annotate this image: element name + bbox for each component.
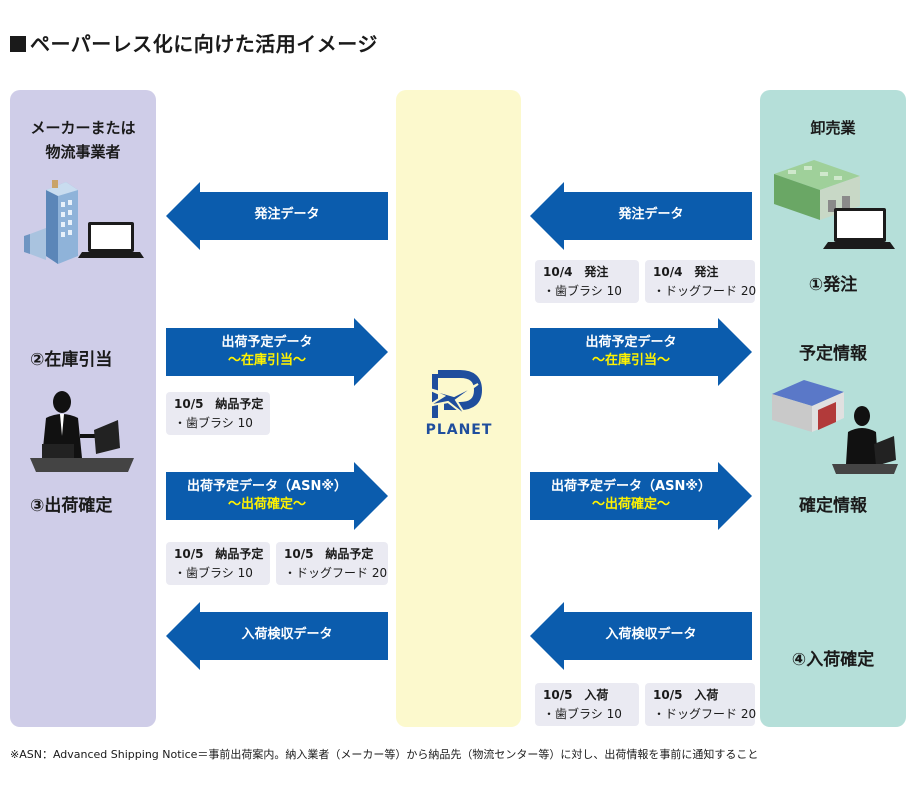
receive-box-dogfood-head: 10/5 入荷 (653, 688, 719, 702)
asn-box-dogfood: 10/5 納品予定 ・ドッグフード 20 (276, 542, 388, 585)
asn-footnote: ※ASN：Advanced Shipping Notice＝事前出荷案内。納入業… (10, 748, 759, 761)
receive-box-toothbrush: 10/5 入荷 ・歯ブラシ 10 (535, 683, 639, 726)
manufacturer-label: メーカーまたは 物流事業者 (10, 116, 156, 164)
ship-schedule-arrow-right: 出荷予定データ 〜在庫引当〜 (530, 318, 752, 386)
planet-logo-text: PLANET (425, 422, 493, 438)
asn-arrow-right: 出荷予定データ（ASN※） 〜出荷確定〜 (530, 462, 752, 530)
ship-schedule-arrow-right-label: 出荷予定データ (585, 335, 677, 350)
schedule-box-toothbrush: 10/5 納品予定 ・歯ブラシ 10 (166, 392, 270, 435)
asn-box-toothbrush: 10/5 納品予定 ・歯ブラシ 10 (166, 542, 270, 585)
ship-schedule-arrow-left: 出荷予定データ 〜在庫引当〜 (166, 318, 388, 386)
page-title: ペーパーレス化に向けた活用イメージ (10, 28, 378, 57)
order-box-toothbrush-head: 10/4 発注 (543, 265, 609, 279)
step-shipment-confirm: ③出荷確定 (30, 496, 113, 516)
step-schedule-info: 予定情報 (799, 344, 867, 364)
order-data-arrow-right: 発注データ (530, 182, 752, 250)
step-stock-allocation: ②在庫引当 (30, 350, 113, 370)
receive-data-arrow-right-label: 入荷検収データ (605, 627, 697, 642)
ship-schedule-arrow-right-sub: 〜在庫引当〜 (591, 353, 670, 368)
order-data-arrow-right-label: 発注データ (618, 207, 684, 222)
manufacturer-panel (10, 90, 156, 727)
manufacturer-label-line1: メーカーまたは (30, 119, 136, 137)
planet-logo: PLANET (418, 370, 500, 442)
ship-schedule-arrow-left-sub: 〜在庫引当〜 (227, 353, 306, 368)
asn-arrow-right-sub: 〜出荷確定〜 (591, 497, 670, 512)
receive-box-toothbrush-item: ・歯ブラシ 10 (543, 707, 622, 721)
receive-box-toothbrush-head: 10/5 入荷 (543, 688, 609, 702)
order-data-arrow-left: 発注データ (166, 182, 388, 250)
asn-box-toothbrush-item: ・歯ブラシ 10 (174, 566, 253, 580)
manufacturer-label-line2: 物流事業者 (45, 143, 121, 161)
asn-arrow-right-label: 出荷予定データ（ASN※） (551, 479, 711, 494)
asn-arrow-left-sub: 〜出荷確定〜 (227, 497, 306, 512)
order-data-arrow-left-label: 発注データ (254, 207, 320, 222)
receive-data-arrow-right: 入荷検収データ (530, 602, 752, 670)
schedule-box-toothbrush-head: 10/5 納品予定 (174, 397, 264, 411)
wholesaler-label: 卸売業 (810, 119, 856, 137)
step-receive-confirm: ④入荷確定 (791, 650, 875, 670)
page-title-text: ペーパーレス化に向けた活用イメージ (30, 32, 378, 56)
warehouse-laptop-icon (770, 150, 898, 255)
square-bullet-icon (10, 36, 26, 52)
schedule-box-toothbrush-item: ・歯ブラシ 10 (174, 416, 253, 430)
step-confirm-info: 確定情報 (799, 496, 867, 516)
order-box-dogfood-head: 10/4 発注 (653, 265, 719, 279)
asn-box-dogfood-head: 10/5 納品予定 (284, 547, 374, 561)
receive-box-dogfood-item: ・ドッグフード 20 (653, 707, 757, 721)
asn-arrow-left-label: 出荷予定データ（ASN※） (187, 479, 347, 494)
ship-schedule-arrow-left-label: 出荷予定データ (221, 335, 313, 350)
receive-box-dogfood: 10/5 入荷 ・ドッグフード 20 (645, 683, 757, 726)
warehouse-operator-icon (770, 374, 898, 474)
order-box-dogfood: 10/4 発注 ・ドッグフード 20 (645, 260, 757, 303)
asn-box-dogfood-item: ・ドッグフード 20 (284, 566, 388, 580)
office-building-laptop-icon (22, 172, 147, 267)
order-box-dogfood-item: ・ドッグフード 20 (653, 284, 757, 298)
planet-logo-icon (425, 370, 483, 418)
receive-data-arrow-left: 入荷検収データ (166, 602, 388, 670)
asn-box-toothbrush-head: 10/5 納品予定 (174, 547, 264, 561)
operator-headset-icon (24, 388, 134, 476)
receive-data-arrow-left-label: 入荷検収データ (241, 627, 333, 642)
order-box-toothbrush: 10/4 発注 ・歯ブラシ 10 (535, 260, 639, 303)
order-box-toothbrush-item: ・歯ブラシ 10 (543, 284, 622, 298)
step-order: ①発注 (808, 275, 858, 295)
asn-arrow-left: 出荷予定データ（ASN※） 〜出荷確定〜 (166, 462, 388, 530)
